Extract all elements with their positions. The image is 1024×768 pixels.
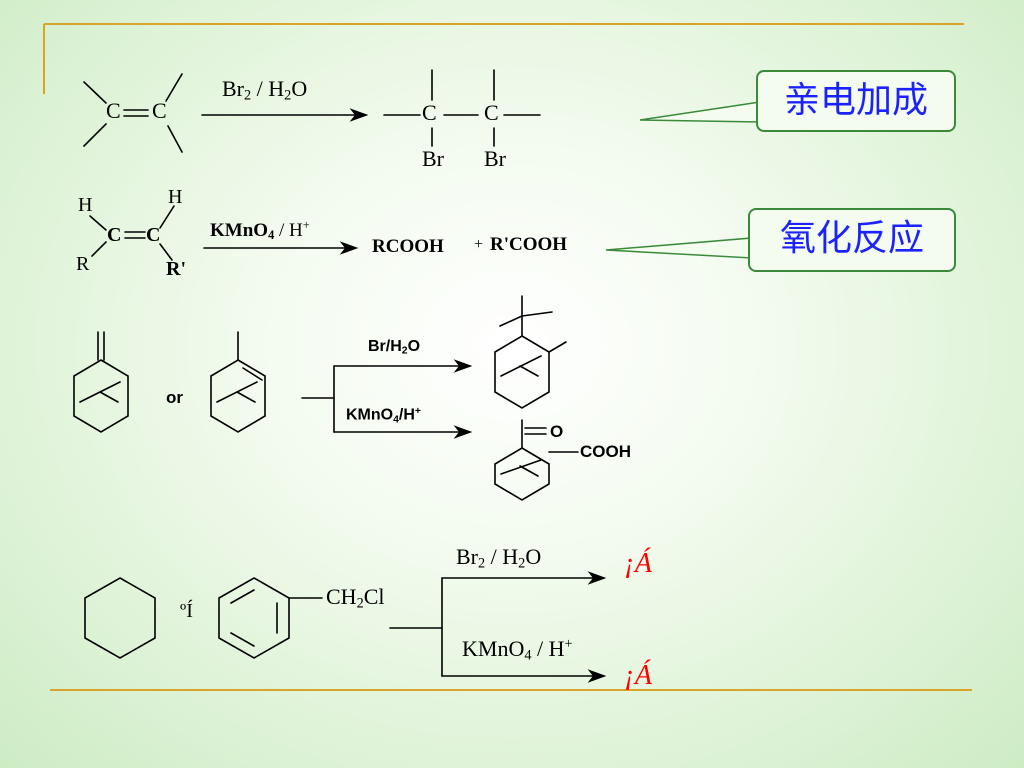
row2-product-1: RCOOH xyxy=(372,236,444,257)
row4-reagent-bottom-main: KMnO xyxy=(462,636,525,661)
row2-reagent-sep: / H xyxy=(274,219,303,241)
row4-substituent-sub: 2 xyxy=(356,595,364,612)
row1-reactant-bonds xyxy=(83,73,183,153)
row2-reactant-bonds xyxy=(89,205,175,261)
row4-reagent-bottom-sub: 4 xyxy=(524,647,532,664)
row3-product-bottom xyxy=(494,419,579,501)
row1-reagent-sep: / H xyxy=(251,76,285,101)
row2-plus: + xyxy=(474,236,484,253)
row2-reagent-sub: 4 xyxy=(268,227,275,242)
row2-r2: R' xyxy=(166,258,186,280)
row4-branch-arrows xyxy=(389,571,607,683)
row3-reagent-bottom-sup: + xyxy=(414,406,421,417)
row4-reagent-top-sub: 2 xyxy=(478,555,486,572)
row3-product-cooh: COOH xyxy=(580,442,631,461)
row3-branch-arrows xyxy=(301,359,473,439)
row1-reaction-label: 亲电加成 xyxy=(756,70,956,132)
row4-reagent-top-tail: O xyxy=(525,544,542,569)
row1-product-c2: C xyxy=(484,100,499,125)
row2-reagent-sup: + xyxy=(302,218,310,232)
row1-product-c1: C xyxy=(422,100,437,125)
row4-reagent-bottom-sep: / H xyxy=(531,636,565,661)
row2-c1: C xyxy=(107,224,122,246)
row4-substituent-tail: Cl xyxy=(363,584,385,609)
row4-reagent-top-main: Br xyxy=(456,544,478,569)
row1-callout-pointer xyxy=(639,101,761,123)
row3-reactant-1 xyxy=(73,331,129,433)
row2-callout-pointer xyxy=(605,237,753,259)
row1-reactant-c2: C xyxy=(152,98,167,123)
row3-reagent-top-tail: O xyxy=(407,338,421,355)
row1-reagent-sub2: 2 xyxy=(284,87,292,104)
row4-reagent-top-sub2: 2 xyxy=(518,555,526,572)
row4-reagent-bottom-sup: + xyxy=(564,636,573,653)
row4-benzyl-chloride-ring xyxy=(218,577,323,659)
row3-reagent-top-main: Br/H xyxy=(368,338,402,355)
row4-result-bottom: ¡Á xyxy=(624,660,652,691)
row4-reagent-bottom: KMnO4 / H+ xyxy=(462,636,573,665)
row2-reagent: KMnO4 / H+ xyxy=(210,218,310,243)
row2-reaction-label: 氧化反应 xyxy=(748,208,956,272)
row3-reagent-top: Br/H2O xyxy=(368,338,420,357)
row3-reagent-top-sub: 2 xyxy=(401,345,408,357)
row3-reagent-bottom: KMnO4/H+ xyxy=(346,406,421,425)
row2-product-2: R'COOH xyxy=(490,234,568,255)
row3-reagent-bottom-main: KMnO xyxy=(346,406,394,424)
row3-reagent-bottom-sub: 4 xyxy=(393,414,399,426)
row3-product-oxygen: O xyxy=(550,422,564,441)
row1-reagent: Br2 / H2O xyxy=(222,76,307,105)
row1-product-br1: Br xyxy=(422,146,444,171)
row2-h2: H xyxy=(168,186,183,208)
row4-substituent: CH2Cl xyxy=(326,584,385,613)
row2-c2: C xyxy=(146,224,161,246)
row1-reagent-br: Br xyxy=(222,76,244,101)
row2-arrow xyxy=(203,241,359,255)
row4-result-top: ¡Á xyxy=(624,548,652,579)
row4-cyclohexane xyxy=(84,577,156,659)
row3-reagent-bottom-sep: /H xyxy=(398,406,415,424)
row1-arrow xyxy=(201,108,369,122)
row4-reagent-top-sep: / H xyxy=(485,544,519,569)
row3-or-text: or xyxy=(166,388,183,407)
row3-reactant-2 xyxy=(210,331,266,433)
row4-reagent-top: Br2 / H2O xyxy=(456,544,541,573)
row1-reactant-c1: C xyxy=(106,98,121,123)
row2-reagent-main: KMnO xyxy=(210,219,269,241)
row3-product-top xyxy=(494,295,567,409)
row1-reagent-tail: O xyxy=(291,76,308,101)
row1-reagent-sub: 2 xyxy=(244,87,252,104)
row1-product-bonds xyxy=(383,69,541,147)
row4-substituent-main: CH xyxy=(326,584,357,609)
row2-h1: H xyxy=(78,194,93,216)
row4-conjunction: ºÍ xyxy=(180,600,193,622)
row2-r1: R xyxy=(76,253,90,275)
row1-product-br2: Br xyxy=(484,146,506,171)
